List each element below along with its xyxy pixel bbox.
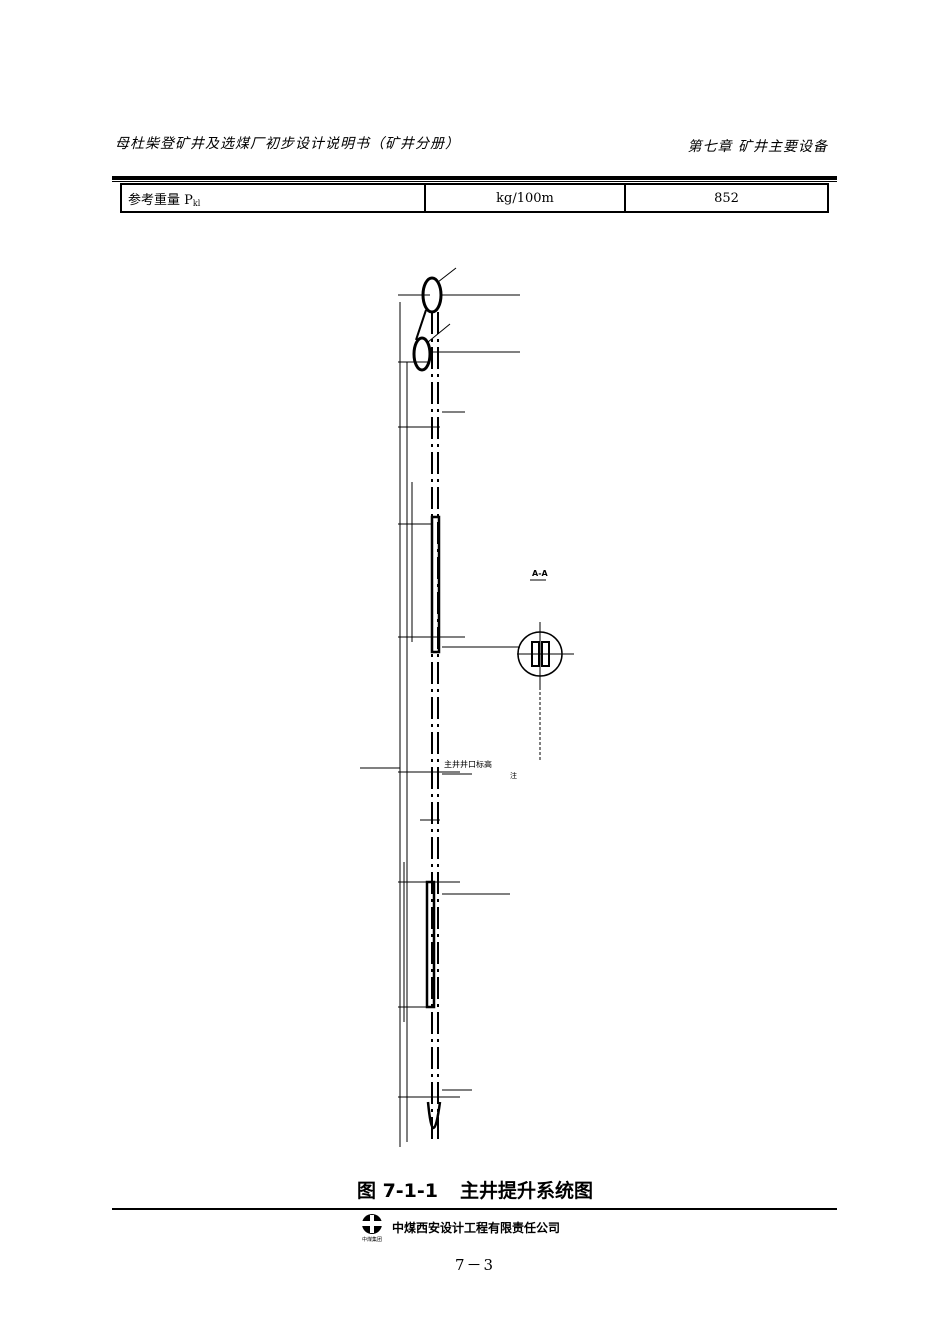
section-a-a-label: A-A bbox=[532, 569, 549, 578]
note-label: 注 bbox=[510, 771, 517, 780]
lower-skip bbox=[425, 880, 436, 1009]
lower-head-sheave bbox=[412, 336, 432, 372]
param-value: 852 bbox=[624, 183, 829, 213]
figure-title: 主井提升系统图 bbox=[460, 1180, 594, 1202]
footer-rule bbox=[112, 1208, 837, 1210]
page-number: 7－3 bbox=[454, 1256, 496, 1274]
logo-text: 中煤集团 bbox=[362, 1236, 382, 1243]
param-label-cell: 参考重量 Pkl bbox=[120, 183, 426, 213]
param-unit: kg/100m bbox=[424, 183, 626, 213]
header-rule bbox=[112, 176, 837, 180]
header-chapter-title: 第七章 矿井主要设备 bbox=[687, 139, 828, 155]
shaft-elevation-label: 主井井口标高 bbox=[444, 759, 492, 769]
param-label-subscript: kl bbox=[192, 198, 201, 208]
figure-number: 图 7-1-1 bbox=[356, 1180, 439, 1202]
parameter-table: 参考重量 Pkl kg/100m 852 bbox=[120, 183, 829, 213]
upper-skip bbox=[430, 515, 441, 654]
company-logo: 中煤集团 bbox=[358, 1213, 386, 1247]
figure-caption: 图 7-1-1 主井提升系统图 bbox=[0, 1176, 950, 1203]
tail-rope-loop bbox=[426, 1101, 442, 1129]
footer-company-name: 中煤西安设计工程有限责任公司 bbox=[392, 1221, 561, 1235]
hoist-system-drawing: A-A 主井井口标高 注 bbox=[360, 267, 574, 1147]
header-rule-thin bbox=[112, 181, 837, 182]
param-label: 参考重量 P bbox=[128, 192, 193, 208]
header-document-title: 母杜柴登矿井及选煤厂初步设计说明书（矿井分册） bbox=[115, 136, 460, 152]
table-row: 参考重量 Pkl kg/100m 852 bbox=[120, 183, 829, 213]
